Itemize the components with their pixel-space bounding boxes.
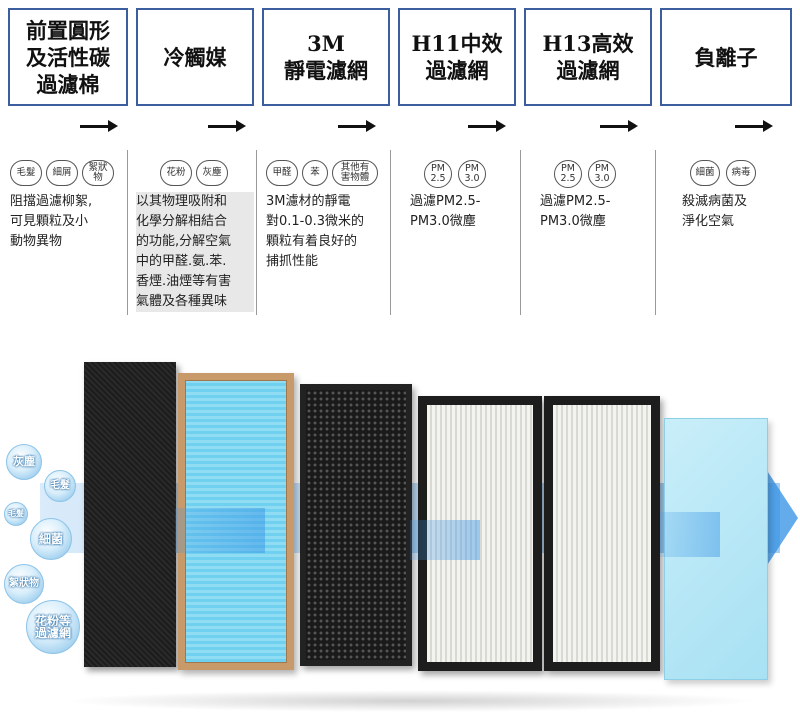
tag-hair: 毛髮 [10, 160, 42, 186]
bubble-hair-small: 毛髮 [4, 502, 28, 526]
column-3-title-text: 3M 靜電濾網 [284, 31, 368, 83]
bubble-bacteria: 細菌 [30, 518, 72, 560]
column-divider [655, 150, 656, 315]
pre-filter-carbon-panel [84, 362, 176, 667]
column-5-title-text: H13高效 過濾網 [542, 31, 634, 83]
negative-ion-panel [664, 418, 768, 680]
arrow-right-icon [600, 120, 638, 132]
airflow-beam-front [175, 508, 265, 553]
bubble-hair: 毛髮 [44, 470, 76, 502]
airflow-beam-front [410, 520, 480, 560]
h11-filter-media [427, 405, 533, 662]
column-4-title: H11中效 過濾網 [398, 8, 516, 106]
electrostatic-panel [300, 384, 412, 666]
tag-bacteria: 細菌 [690, 160, 720, 186]
tag-pm25: PM 2.5 [554, 160, 582, 188]
tag-formaldehyde: 甲醛 [266, 160, 298, 186]
tag-fluff: 絮狀 物 [82, 160, 114, 186]
tag-pm25: PM 2.5 [424, 160, 452, 188]
column-6-title: 負離子 [660, 8, 792, 106]
column-1-title: 前置圓形 及活性碳 過濾棉 [8, 8, 128, 106]
bubble-pollen: 花粉等 過濾網 [26, 600, 80, 654]
tag-dust: 灰塵 [196, 160, 228, 186]
arrow-right-icon [468, 120, 506, 132]
tag-virus: 病毒 [726, 160, 756, 186]
column-3-title: 3M 靜電濾網 [262, 8, 390, 106]
tag-pollen: 花粉 [160, 160, 192, 186]
column-3-description: 3M濾材的靜電 對0.1-0.3微米的 顆粒有着良好的 捕抓性能 [266, 194, 365, 269]
column-6-title-text: 負離子 [694, 44, 758, 70]
column-2-title-text: 冷觸媒 [163, 44, 227, 70]
h13-filter-panel [544, 396, 660, 671]
tag-debris: 細屑 [46, 160, 78, 186]
h13-filter-media [553, 405, 651, 662]
column-2-title: 冷觸媒 [136, 8, 254, 106]
arrow-right-icon [80, 120, 118, 132]
bubble-dust: 灰塵 [6, 444, 42, 480]
column-divider [390, 150, 391, 315]
tag-pm30: PM 3.0 [458, 160, 486, 188]
floor-shadow [60, 690, 760, 712]
column-2-description: 以其物理吸附和 化學分解相結合 的功能,分解空氣 中的甲醛.氨.苯. 香煙.油煙… [136, 192, 254, 312]
column-divider [256, 150, 257, 315]
column-1-title-text: 前置圓形 及活性碳 過濾棉 [26, 17, 110, 97]
column-divider [127, 150, 128, 315]
arrow-right-icon [735, 120, 773, 132]
column-4-description: 過濾PM2.5- PM3.0微塵 [410, 194, 481, 229]
h11-filter-panel [418, 396, 542, 671]
column-6-description: 殺滅病菌及 淨化空氣 [682, 194, 748, 229]
column-4-title-text: H11中效 過濾網 [411, 31, 503, 83]
arrow-right-icon [338, 120, 376, 132]
tag-benzene: 苯 [302, 160, 328, 186]
column-5-description: 過濾PM2.5- PM3.0微塵 [540, 194, 611, 229]
column-5-title: H13高效 過濾網 [524, 8, 652, 106]
electrostatic-honeycomb [306, 390, 406, 660]
bubble-fluff: 絮狀物 [4, 564, 44, 604]
column-1-description: 阻擋過濾柳絮, 可見顆粒及小 動物異物 [10, 194, 93, 249]
arrow-right-icon [208, 120, 246, 132]
airflow-beam-front [660, 512, 720, 557]
column-divider [520, 150, 521, 315]
tag-other-harmful: 其他有 害物體 [332, 160, 378, 186]
tag-pm30: PM 3.0 [588, 160, 616, 188]
